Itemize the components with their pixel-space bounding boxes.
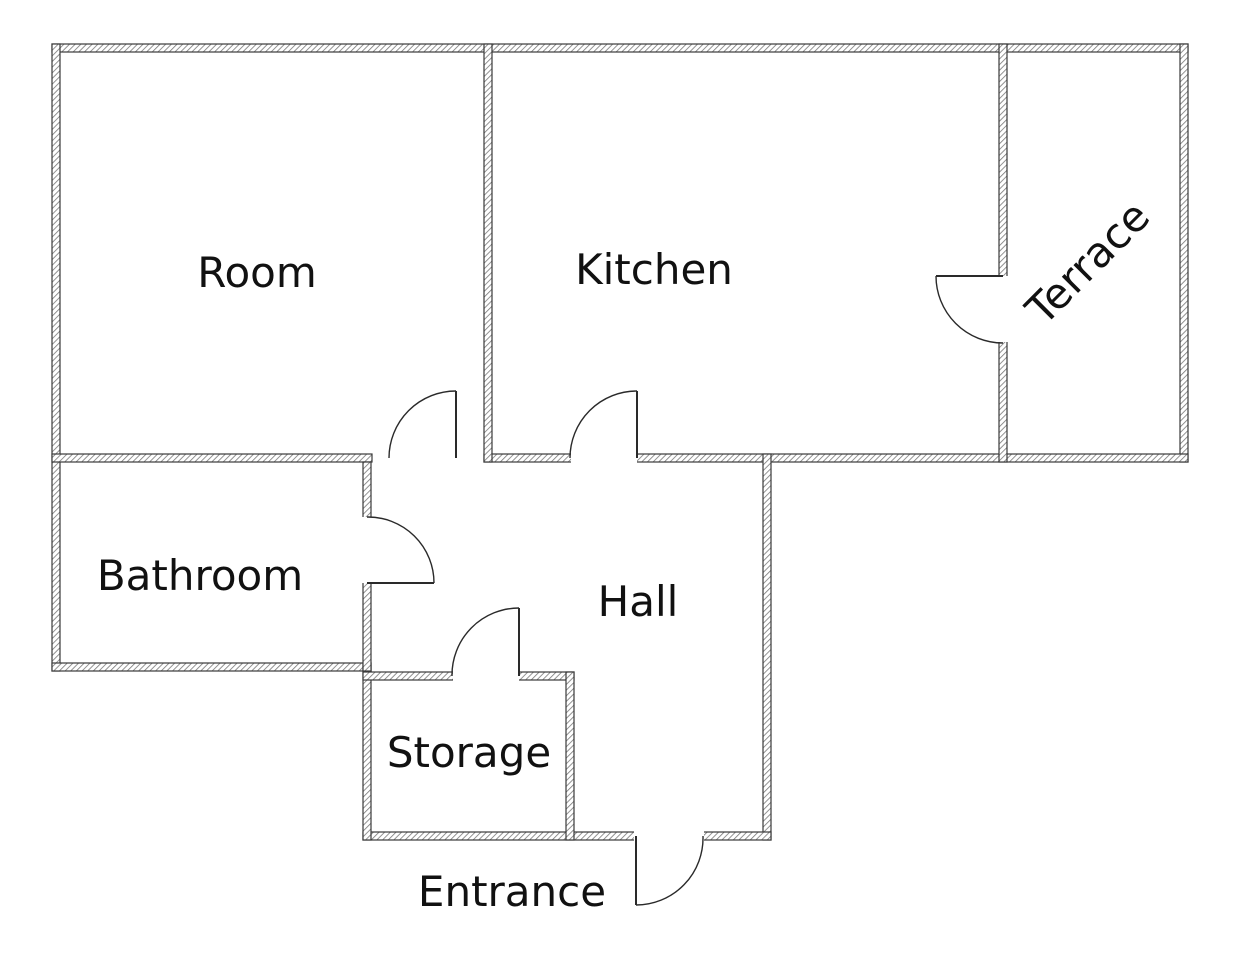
door-bathroom xyxy=(362,516,435,584)
wall-room-kitchen xyxy=(483,43,493,463)
wall-storage-left xyxy=(362,662,372,841)
door-entrance xyxy=(634,831,704,906)
wall-right xyxy=(1179,43,1189,463)
door-room xyxy=(388,390,457,463)
door-terrace xyxy=(935,275,1008,344)
room-label-room: Room xyxy=(197,248,317,297)
room-label-storage: Storage xyxy=(387,728,551,777)
room-label-bathroom: Bathroom xyxy=(97,551,303,600)
door-storage xyxy=(451,607,520,681)
entrance-label: Entrance xyxy=(418,867,606,916)
wall-room-bottom xyxy=(51,453,373,463)
wall-storage-right xyxy=(565,671,575,841)
wall-top xyxy=(51,43,1189,53)
room-label-hall: Hall xyxy=(598,577,679,626)
room-label-terrace: Terrace xyxy=(1016,191,1159,334)
inner-walls xyxy=(362,43,1008,841)
door-kitchen xyxy=(569,390,638,463)
wall-left xyxy=(51,43,61,672)
wall-hall-right xyxy=(762,453,772,841)
wall-kitchen-terrace xyxy=(998,43,1008,463)
outer-walls xyxy=(51,43,1189,841)
wall-bathroom-bottom xyxy=(51,662,372,672)
room-label-kitchen: Kitchen xyxy=(575,245,733,294)
